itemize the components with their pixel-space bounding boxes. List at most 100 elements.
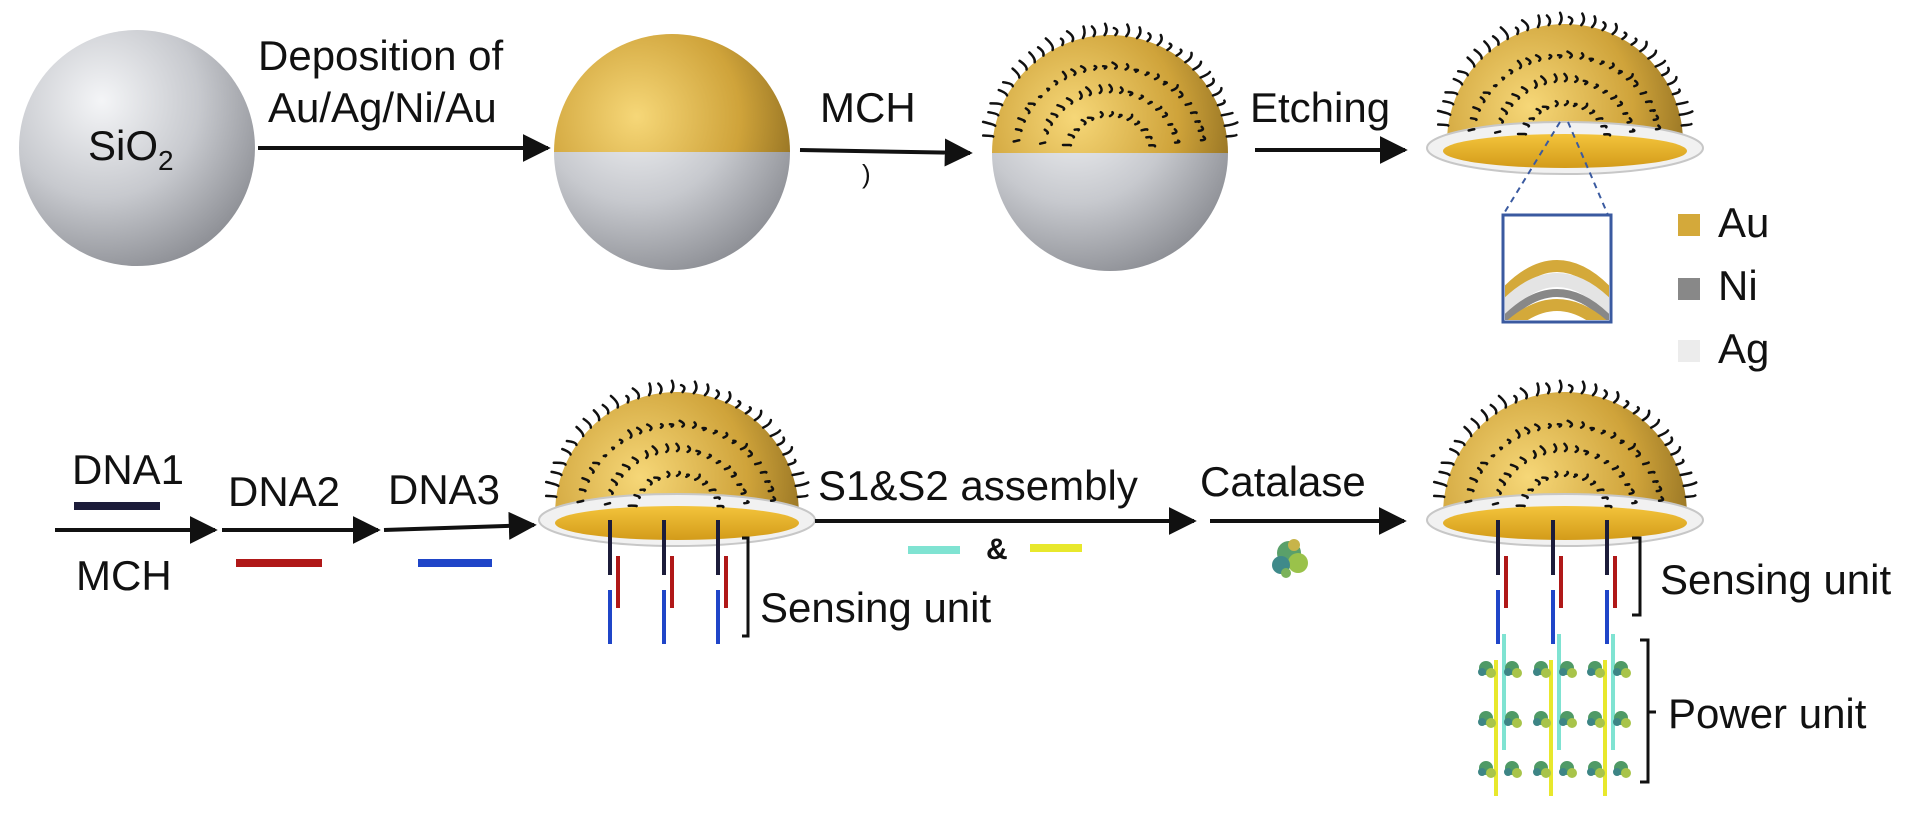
mch-hair [653,476,661,481]
mch-hair [1093,64,1098,71]
mch-hair [1654,59,1667,68]
mch-hair [1600,429,1607,435]
mch-hair [1470,417,1481,429]
mch-hair [1498,117,1505,124]
mch-hair [730,471,737,478]
mch-hair [1556,53,1563,59]
mch-hair [1463,425,1473,438]
mch-hair [1519,456,1528,465]
mch-hair [693,473,702,481]
mch-hair [1579,421,1586,429]
mch-hair [981,120,997,128]
mch-hair [1627,442,1637,451]
mch-hair [1633,79,1639,88]
mch-hair [608,488,614,496]
mch-hair [1600,124,1608,129]
mch-hair [1548,53,1553,60]
mch-hair [1078,90,1083,100]
dna1-label: DNA1 [72,446,184,493]
mch-hair [1566,419,1574,428]
mch-hair [644,449,649,460]
mch-hair [1440,461,1455,466]
mch-hair [651,445,659,456]
mch-hair [713,496,721,501]
mch-hair [1073,128,1081,132]
mch-hair [1661,66,1670,77]
mch-hair [1520,19,1530,32]
mch-hair [592,409,601,422]
mch-hair [1456,69,1469,77]
mch-hair [1523,426,1531,435]
mch-hair [1515,429,1521,439]
sensing-unit-label-right: Sensing unit [1660,556,1891,603]
mch-hair [708,488,717,492]
mch-hair [1189,111,1198,115]
mch-hair [761,418,773,429]
mch-hair [1138,94,1145,100]
catalase-icon [1613,761,1631,778]
mch-hair [668,423,675,428]
mch-hair [1632,406,1640,415]
mch-hair [739,442,749,451]
mch-hair [1466,488,1475,493]
catalase-icon [1533,761,1551,778]
mch-hair [1594,453,1601,460]
mch-hair [989,102,1004,107]
mch-hair [1027,102,1036,107]
mch-hair [1582,79,1589,86]
mch-hair [1473,48,1483,60]
mch-hair [1466,56,1476,68]
mch-hair [1500,107,1509,116]
mch-hair [1558,11,1563,26]
mch-hair [1554,99,1559,108]
mch-hair [618,438,624,445]
mch-hair [1678,110,1694,117]
mch-hair [1596,488,1605,492]
assembly-label: S1&S2 assembly [818,462,1138,509]
mch-hair [1528,117,1536,121]
sensing-strands-left [608,520,728,644]
mch-hair [575,425,585,438]
mch-hair [1639,40,1648,53]
mch-hair [621,463,631,471]
mch-hair [1608,62,1615,70]
mch-hair [1618,471,1625,478]
mch-hair [678,419,686,428]
dna2-label: DNA2 [228,468,340,515]
mch-hair [1161,111,1169,119]
janus-sphere [554,34,790,270]
catalase-enzyme-icon [1272,539,1308,578]
mch-hair [736,483,743,487]
mch-hair [1591,383,1598,397]
mch-hair [1145,135,1153,140]
mch-hair [1554,470,1559,479]
mch-hair [1090,25,1097,38]
mch-hair [1171,128,1178,135]
mch-hair [1194,120,1201,124]
mch-hair [1602,89,1609,94]
half-shell-sensing [538,379,816,547]
mch-hair [685,473,691,479]
mch-hair [592,461,601,466]
mch-hair [565,439,578,447]
mch-hair [588,466,595,474]
mch-hair [981,134,995,138]
mch-hair [1170,84,1179,92]
mch-hair [1480,461,1489,466]
mch-hair [1059,37,1065,47]
catalase-icon [1478,711,1496,728]
mch-hair [1084,86,1093,97]
mch-hair [1099,110,1104,119]
mch-hair [609,394,620,409]
catalase-icon [1559,761,1577,778]
mch-hair [625,394,630,404]
mch-hair [1655,485,1663,493]
shell-hairs-row2a [544,379,810,509]
mch-hair [1166,42,1173,52]
mch-hair [631,456,640,465]
mch-hair [1134,120,1141,126]
mch-hair [1666,75,1678,86]
mch-hair [1579,52,1585,60]
mch-hair [1050,112,1059,119]
mch-hair [1545,382,1551,395]
